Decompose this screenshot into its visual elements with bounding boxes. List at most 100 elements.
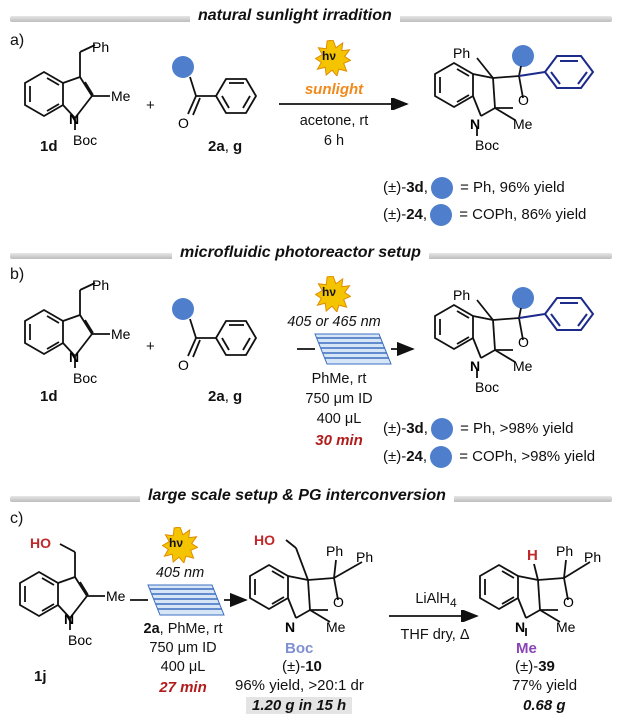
condition-thf: THF dry, Δ <box>400 627 470 643</box>
oxetane-product-10-structure: HO Ph Ph O N Me Boc <box>249 532 373 657</box>
light-source: sunlight <box>304 81 364 98</box>
ph-label: Ph <box>453 287 470 303</box>
microreactor-coil-icon <box>297 333 415 365</box>
indole-1d-structure: Ph Me N Boc <box>24 277 131 386</box>
condition-volume: 400 μL <box>316 411 362 427</box>
o-label: O <box>563 594 574 610</box>
boc-label: Boc <box>285 640 313 657</box>
n-label: N <box>470 358 480 374</box>
substituent-dot <box>172 298 194 320</box>
product-line-24: (±)-24, = COPh, >98% yield <box>383 446 595 468</box>
reaction-time: 27 min <box>159 679 207 696</box>
reaction-arrow-a <box>279 98 409 110</box>
product-10-yield: 96% yield, >20:1 dr <box>235 677 364 694</box>
n-label: N <box>64 611 74 627</box>
o-label: O <box>333 594 344 610</box>
boc-label: Boc <box>73 370 97 386</box>
substituent-dot <box>430 204 453 226</box>
n-label: N <box>69 111 79 127</box>
oxetane-product-39-structure: H Ph Ph O N Me Me <box>479 543 601 657</box>
plus-sign: + <box>146 97 155 114</box>
ho-label: HO <box>30 535 51 551</box>
product-label-39: (±)-39 <box>515 658 555 675</box>
n-me-label: Me <box>516 640 537 657</box>
reactant-label-2ag: 2a, g <box>208 388 243 405</box>
section-a-letter: a) <box>10 32 25 49</box>
substituent-dot <box>172 56 194 78</box>
section-b-title: microfluidic photoreactor setup <box>172 244 429 262</box>
ketone-2-structure: O <box>172 56 258 131</box>
ph-label: Ph <box>356 549 373 565</box>
product-line-24: (±)-24, = COPh, 86% yield <box>383 204 586 226</box>
product-39-scale: 0.68 g <box>523 697 566 714</box>
oxetane-product-a-structure: Ph O N Me Boc <box>434 45 595 153</box>
ph-label: Ph <box>92 277 109 293</box>
plus-sign: + <box>146 338 155 355</box>
reactant-label-1d: 1d <box>40 388 58 405</box>
condition-solvent: acetone, rt <box>299 113 369 129</box>
o-label: O <box>518 334 529 350</box>
substituent-dot <box>430 177 453 199</box>
o-label: O <box>178 115 189 131</box>
me-label: Me <box>513 116 533 132</box>
reactant-label-2ag: 2a, g <box>208 138 243 155</box>
substituent-dot <box>430 446 453 468</box>
oxetane-product-b-structure: Ph O N Me Boc <box>434 287 595 395</box>
ketone-2-structure: O <box>172 298 258 373</box>
o-label: O <box>518 92 529 108</box>
section-a-title: natural sunlight irradition <box>190 7 400 25</box>
me-label: Me <box>326 619 346 635</box>
boc-label: Boc <box>475 137 499 153</box>
me-label: Me <box>513 358 533 374</box>
microreactor-coil-icon <box>130 584 248 616</box>
hv-label: hν <box>169 536 184 550</box>
section-c-title: large scale setup & PG interconversion <box>140 487 454 505</box>
ph-label: Ph <box>92 39 109 55</box>
me-label: Me <box>111 326 131 342</box>
o-label: O <box>178 357 189 373</box>
product-line-3d: (±)-3d, = Ph, 96% yield <box>383 177 565 199</box>
hv-label: hν <box>322 285 337 299</box>
me-label: Me <box>556 619 576 635</box>
me-label: Me <box>106 588 126 604</box>
wavelength-label: 405 or 465 nm <box>287 314 381 330</box>
condition-id: 750 μm ID <box>149 640 217 656</box>
section-c-letter: c) <box>10 510 24 527</box>
ph-label: Ph <box>453 45 470 61</box>
boc-label: Boc <box>68 632 92 648</box>
condition-volume: 400 μL <box>160 659 206 675</box>
reaction-arrow-c <box>389 610 479 622</box>
ph-label: Ph <box>326 543 343 559</box>
condition-solvent: 2a, PhMe, rt <box>143 621 223 637</box>
hv-label: hν <box>322 49 337 63</box>
condition-time: 6 h <box>323 133 345 149</box>
product-10-scale: 1.20 g in 15 h <box>246 697 353 714</box>
indole-1d-structure: Ph Me N Boc <box>24 39 131 148</box>
n-label: N <box>470 116 480 132</box>
product-label-10: (±)-10 <box>282 658 322 675</box>
indole-1j-structure: HO Me N Boc <box>19 535 126 648</box>
n-label: N <box>69 349 79 365</box>
me-label: Me <box>111 88 131 104</box>
reaction-time: 30 min <box>315 432 363 449</box>
substituent-dot <box>430 418 453 440</box>
h-label: H <box>527 547 538 564</box>
reactant-label-1d: 1d <box>40 138 58 155</box>
reactant-label-1j: 1j <box>34 668 47 685</box>
ph-label: Ph <box>584 549 601 565</box>
reagent-liALH4: LiAlH4 <box>415 591 457 610</box>
boc-label: Boc <box>73 132 97 148</box>
ho-label: HO <box>254 532 275 548</box>
product-line-3d: (±)-3d, = Ph, >98% yield <box>383 418 573 440</box>
n-label: N <box>515 619 525 635</box>
n-label: N <box>285 619 295 635</box>
wavelength-label: 405 nm <box>155 565 205 581</box>
ph-label: Ph <box>556 543 573 559</box>
substituent-dot <box>512 287 534 309</box>
condition-id: 750 μm ID <box>305 391 373 407</box>
section-b-letter: b) <box>10 266 25 283</box>
substituent-dot <box>512 45 534 67</box>
boc-label: Boc <box>475 379 499 395</box>
condition-solvent: PhMe, rt <box>311 371 367 387</box>
product-39-yield: 77% yield <box>512 677 578 694</box>
